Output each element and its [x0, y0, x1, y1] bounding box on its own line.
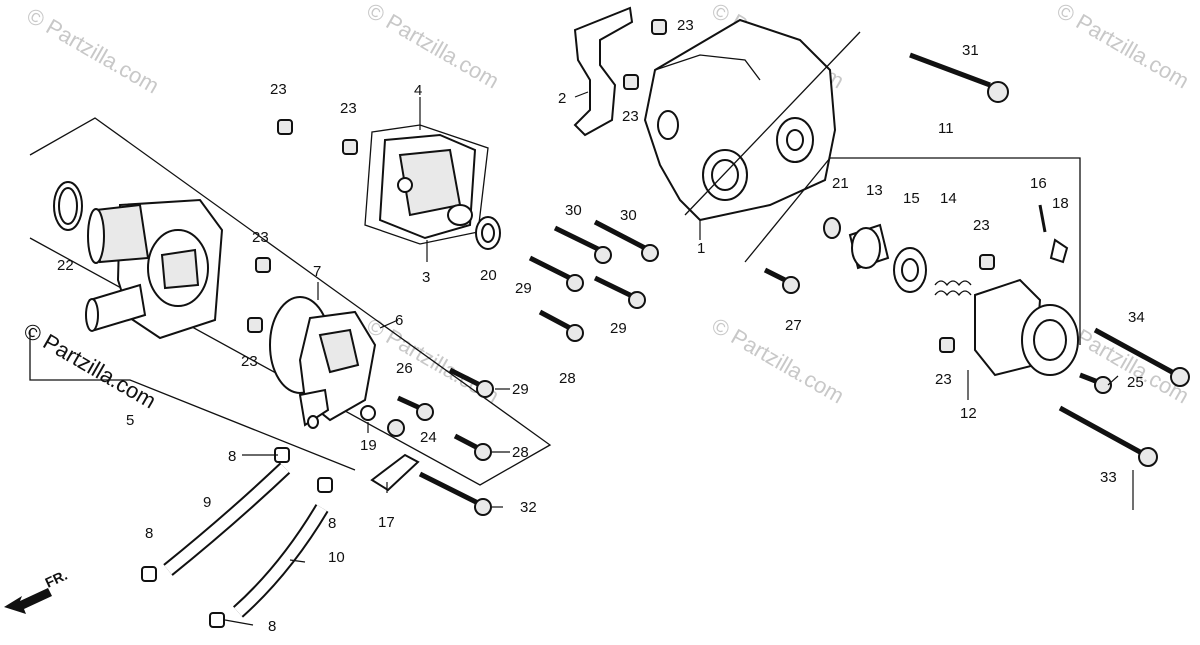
hose-9: [163, 462, 291, 576]
callout-29-a: 29: [515, 280, 532, 297]
callout-18: 18: [1052, 195, 1069, 212]
group-line-11: [830, 157, 1081, 345]
callout-11: 11: [938, 120, 954, 137]
callout-23-b: 23: [340, 100, 357, 117]
callout-19: 19: [360, 437, 377, 454]
callout-12: 12: [960, 405, 977, 422]
callout-8-c: 8: [145, 525, 153, 542]
callout-34: 34: [1128, 309, 1145, 326]
callout-23-c: 23: [252, 229, 269, 246]
callout-10: 10: [328, 549, 345, 566]
group-line-31: [684, 31, 861, 216]
watermark-main: © Partzilla.com: [20, 318, 161, 414]
watermark-2: © Partzilla.com: [363, 0, 504, 93]
watermark-1: © Partzilla.com: [23, 3, 164, 99]
callout-labels: 1 2 3 4 5 6 7 8 8 8 8 9 10 11 12 13 14 1…: [57, 17, 1145, 635]
pump-cover-housing: [85, 198, 224, 340]
clip-8-c: [141, 566, 157, 582]
callout-23-e: 23: [677, 17, 694, 34]
callout-24: 24: [420, 429, 437, 446]
callout-31: 31: [962, 42, 979, 59]
pump-housing-6: [298, 310, 377, 429]
bracket-2: [573, 6, 634, 137]
callout-29-c: 29: [512, 381, 529, 398]
callout-2: 2: [558, 90, 566, 107]
callout-22: 22: [57, 257, 74, 274]
watermark-4: © Partzilla.com: [1053, 0, 1194, 93]
callout-30-a: 30: [565, 202, 582, 219]
callout-20: 20: [480, 267, 497, 284]
callout-6: 6: [395, 312, 403, 329]
callout-5: 5: [126, 412, 134, 429]
bolts: [360, 52, 1190, 516]
callout-30-b: 30: [620, 207, 637, 224]
clip-8-d: [209, 612, 225, 628]
callout-23-a: 23: [270, 81, 287, 98]
callout-27: 27: [785, 317, 802, 334]
callout-32: 32: [520, 499, 537, 516]
leader-lines: [224, 91, 1134, 626]
callout-23-f: 23: [622, 108, 639, 125]
callout-7: 7: [313, 263, 321, 280]
callout-9: 9: [203, 494, 211, 511]
seal-20-inner: [481, 223, 495, 243]
callout-4: 4: [414, 82, 422, 99]
watermark-6: © Partzilla.com: [708, 313, 849, 409]
callout-17: 17: [378, 514, 395, 531]
front-label: FR.: [43, 567, 70, 591]
callout-16: 16: [1030, 175, 1047, 192]
right-assembly: [823, 204, 1079, 377]
callout-23-g: 23: [973, 217, 990, 234]
callout-8-b: 8: [328, 515, 336, 532]
callout-15: 15: [903, 190, 920, 207]
front-arrow: [4, 588, 52, 614]
dowel-pins-23: [247, 19, 995, 353]
group-line-11-left: [744, 157, 831, 263]
callout-28-a: 28: [512, 444, 529, 461]
callout-8-d: 8: [268, 618, 276, 635]
pump-body-3: [364, 124, 489, 245]
callout-26: 26: [396, 360, 413, 377]
callout-33: 33: [1100, 469, 1117, 486]
clamp-17: [370, 453, 420, 492]
callout-28-b: 28: [559, 370, 576, 387]
callout-23-h: 23: [935, 371, 952, 388]
hose-10: [233, 504, 329, 618]
callout-14: 14: [940, 190, 957, 207]
assembly-outline-5-lower: [29, 330, 356, 471]
callout-1: 1: [697, 240, 705, 257]
clip-8-b: [317, 477, 333, 493]
callout-8-a: 8: [228, 448, 236, 465]
callout-25: 25: [1127, 374, 1144, 391]
callout-13: 13: [866, 182, 883, 199]
crankcase-1: [643, 18, 837, 222]
callout-29-b: 29: [610, 320, 627, 337]
callout-21: 21: [832, 175, 849, 192]
callout-3: 3: [422, 269, 430, 286]
callout-23-d: 23: [241, 353, 258, 370]
o-ring-22-inner: [58, 187, 78, 225]
